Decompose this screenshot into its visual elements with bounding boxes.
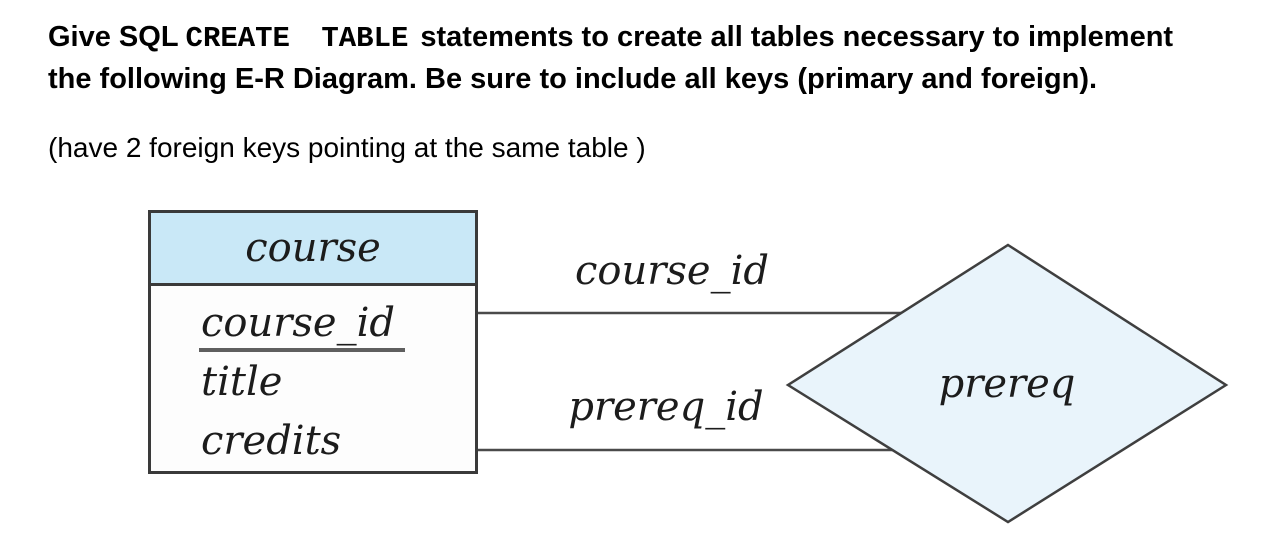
connection-label-course-id: course_id	[575, 248, 769, 294]
attribute-credits: credits	[201, 418, 342, 464]
entity-course-name: course	[245, 225, 381, 271]
attribute-course-id: course_id	[199, 294, 475, 353]
sql-code-snippet: CREATE TABLE	[185, 22, 409, 55]
attribute-title: title	[201, 359, 283, 405]
entity-course-header: course	[151, 213, 475, 286]
connection-label-prereq-id: prereq_id	[568, 384, 764, 430]
question-line1-suffix: statements to create all tables necessar…	[420, 21, 1174, 53]
question-line-2: the following E-R Diagram. Be sure to in…	[48, 63, 1098, 95]
question-line1-prefix: Give SQL	[48, 21, 179, 53]
relationship-diamond	[785, 243, 1229, 524]
entity-course-attributes: course_id title credits	[151, 286, 475, 471]
relationship-prereq-name: prereq	[938, 361, 1076, 407]
entity-course: course course_id title credits	[148, 210, 478, 474]
primary-key-underline: course_id	[199, 299, 405, 352]
er-connections-and-diamond	[474, 243, 1229, 524]
question-note: (have 2 foreign keys pointing at the sam…	[48, 132, 646, 163]
